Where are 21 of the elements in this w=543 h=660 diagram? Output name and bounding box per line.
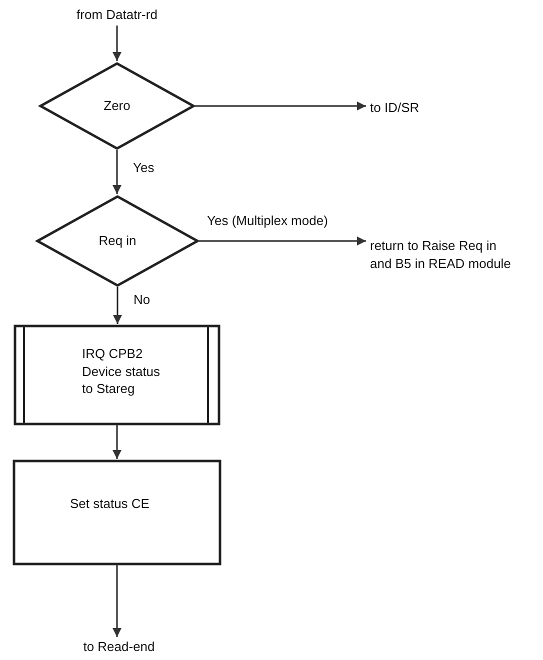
node-text: Req in bbox=[98, 232, 138, 250]
arrow bbox=[112, 150, 122, 194]
node-text: IRQ CPB2 Device status to Stareg bbox=[82, 345, 162, 398]
arrow bbox=[112, 26, 122, 61]
flow-text: to Read-end bbox=[80, 638, 158, 656]
arrow bbox=[199, 236, 366, 246]
flow-text: to ID/SR bbox=[370, 99, 420, 117]
arrow bbox=[112, 425, 122, 459]
edge-label: Yes (Multiplex mode) bbox=[205, 213, 330, 228]
node-text: Zero bbox=[102, 97, 132, 115]
arrow bbox=[112, 565, 122, 637]
arrow bbox=[113, 287, 122, 324]
flow-text: from Datatr-rd bbox=[72, 6, 162, 24]
subroutine-box bbox=[14, 325, 220, 425]
edge-label: Yes bbox=[131, 160, 156, 175]
process-box bbox=[13, 460, 221, 565]
decision-diamond bbox=[36, 195, 199, 287]
node-text: Set status CE bbox=[70, 495, 150, 513]
decision-diamond bbox=[39, 62, 195, 150]
flow-text: return to Raise Req in and B5 in READ module bbox=[370, 237, 520, 272]
arrow bbox=[195, 102, 366, 110]
